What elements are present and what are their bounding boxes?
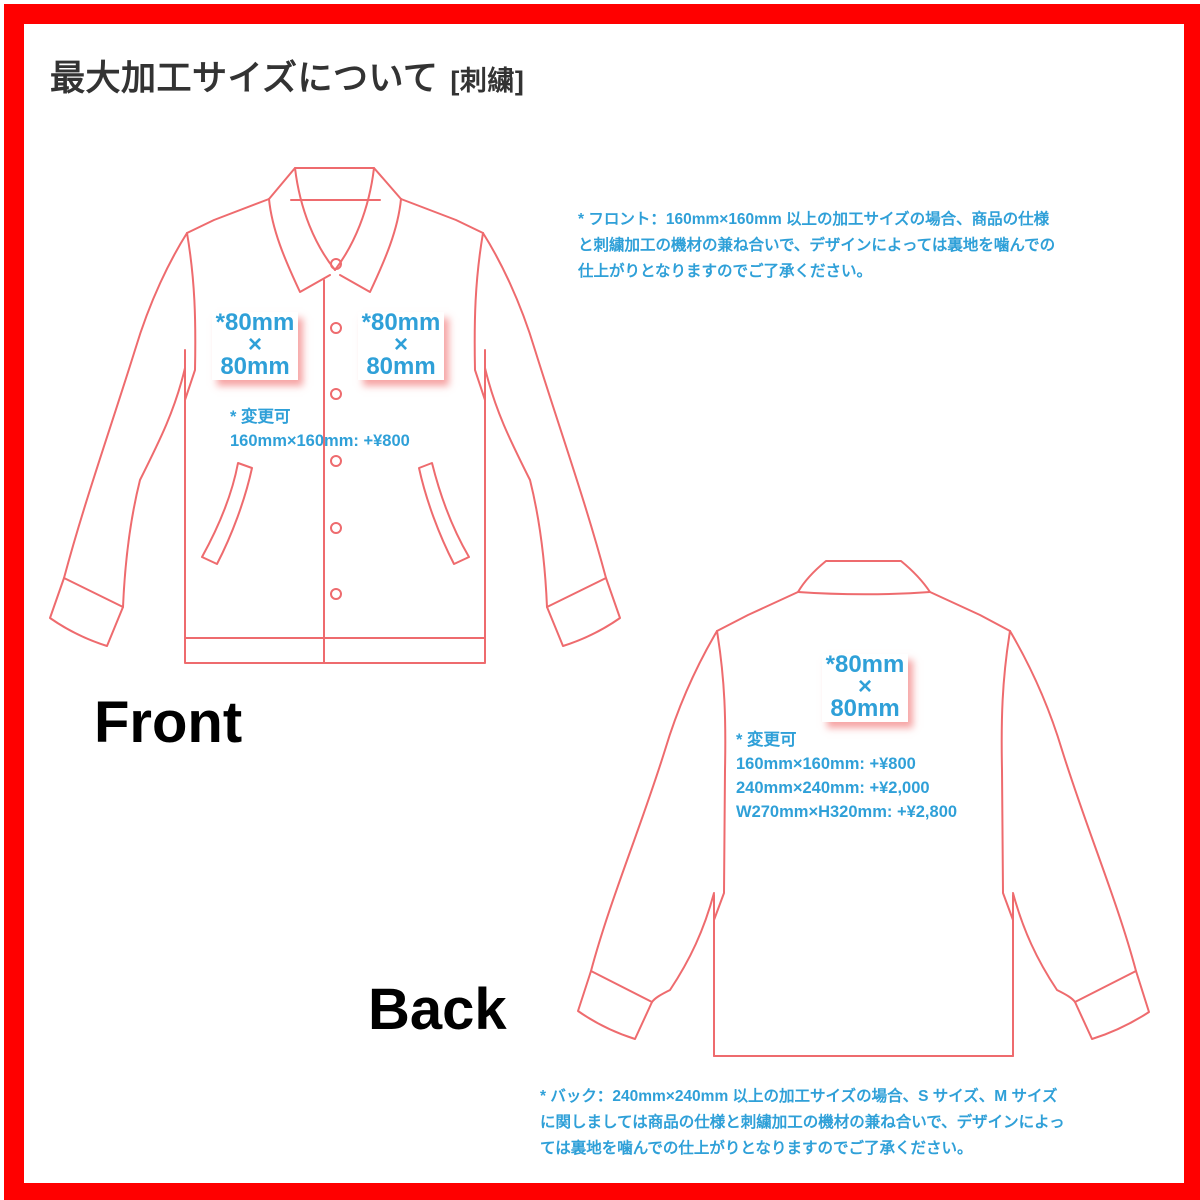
size-line: *80mm bbox=[825, 651, 905, 678]
back-note-line: ては裏地を噛んでの仕上がりとなりますのでご了承ください。 bbox=[540, 1140, 973, 1157]
back-note-line: に関しましては商品の仕様と刺繍加工の機材の兼ね合いで、デザインによっ bbox=[540, 1114, 1065, 1131]
front-note-line: * フロント：160mm×160mm 以上の加工サイズの場合、商品の仕様 bbox=[578, 211, 1050, 228]
red-frame-border bbox=[4, 4, 1200, 1200]
title-text: 最大加工サイズについて bbox=[50, 59, 439, 98]
title-subtitle: [刺繍] bbox=[450, 66, 525, 96]
option-line: * 変更可 bbox=[736, 731, 797, 749]
back-note-line: * バック：240mm×240mm 以上の加工サイズの場合、S サイズ、M サイ… bbox=[540, 1088, 1058, 1105]
front-jacket-outline bbox=[49, 167, 621, 664]
option-line: 160mm×160mm: +¥800 bbox=[230, 432, 410, 450]
size-line: *80mm bbox=[215, 309, 295, 336]
front-size-options: * 変更可 160mm×160mm: +¥800 bbox=[230, 405, 410, 453]
back-label: Back bbox=[368, 977, 507, 1042]
page-title: 最大加工サイズについて [刺繍] bbox=[50, 50, 524, 101]
size-line: 80mm bbox=[830, 695, 900, 722]
front-left-chest-area: *80mm × 80mm bbox=[212, 309, 298, 380]
size-line: × bbox=[857, 673, 872, 700]
front-embroidery-note: * フロント：160mm×160mm 以上の加工サイズの場合、商品の仕様 と刺繍… bbox=[578, 207, 1055, 285]
back-center-area: *80mm × 80mm bbox=[822, 651, 908, 722]
size-line: 80mm bbox=[366, 353, 436, 380]
size-line: × bbox=[393, 331, 408, 358]
size-line: *80mm bbox=[361, 309, 441, 336]
option-line: W270mm×H320mm: +¥2,800 bbox=[736, 803, 958, 821]
front-note-line: 仕上がりとなりますのでご了承ください。 bbox=[578, 263, 873, 280]
back-size-options: * 変更可 160mm×160mm: +¥800 240mm×240mm: +¥… bbox=[736, 728, 957, 824]
option-line: 160mm×160mm: +¥800 bbox=[736, 755, 916, 773]
size-line: 80mm bbox=[220, 353, 290, 380]
back-jacket-outline bbox=[577, 560, 1150, 1057]
back-embroidery-note: * バック：240mm×240mm 以上の加工サイズの場合、S サイズ、M サイ… bbox=[540, 1084, 1065, 1162]
option-line: 240mm×240mm: +¥2,000 bbox=[736, 779, 930, 797]
front-note-line: と刺繍加工の機材の兼ね合いで、デザインによっては裏地を噛んでの bbox=[578, 237, 1056, 254]
option-line: * 変更可 bbox=[230, 408, 291, 426]
front-label: Front bbox=[94, 690, 243, 755]
size-line: × bbox=[247, 331, 262, 358]
front-right-chest-area: *80mm × 80mm bbox=[358, 309, 444, 380]
